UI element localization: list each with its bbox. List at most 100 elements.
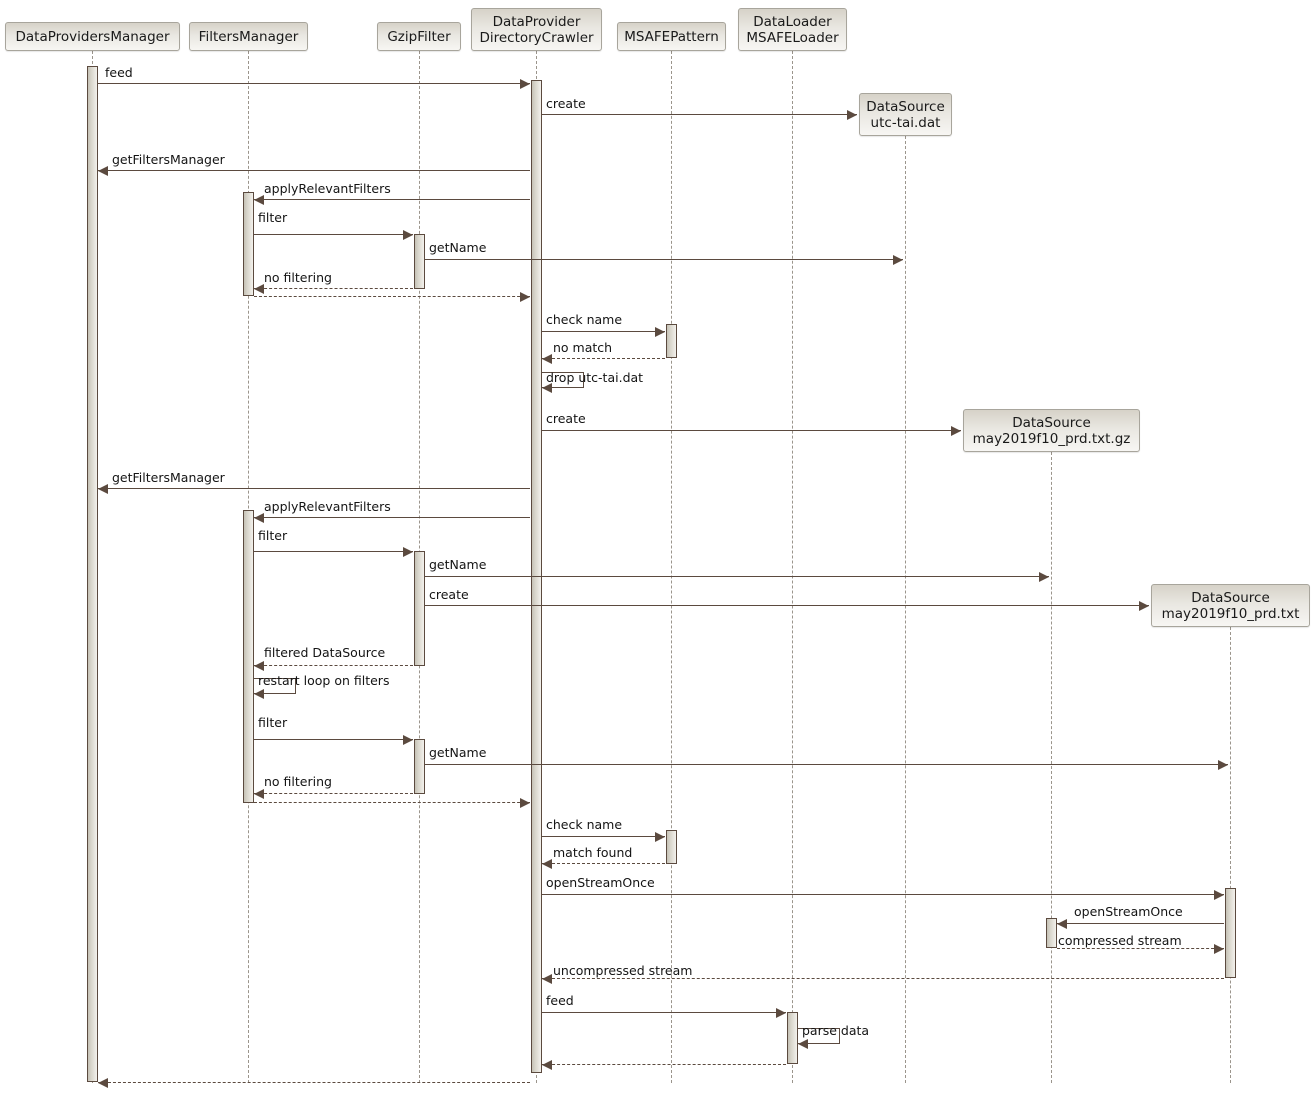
activation-bar-a-gzip-2 [414,551,425,666]
arrowhead-m32 [542,1060,552,1070]
message-line-m12 [542,430,961,431]
arrowhead-m01 [520,79,530,89]
arrowhead-m15 [403,547,413,557]
participant-box-ds3[interactable]: DataSource may2019f10_prd.txt [1151,584,1310,627]
arrowhead-m17 [1139,601,1149,611]
lifeline-ds2 [1051,452,1052,1083]
message-label-m24: check name [546,817,623,832]
arrowhead-m20 [403,735,413,745]
message-label-m06: getName [429,240,487,255]
message-line-m04 [254,199,530,200]
message-label-m13: getFiltersManager [112,470,225,485]
message-line-m16 [425,576,1049,577]
arrowhead-m31 [798,1039,808,1049]
message-line-m05 [254,234,413,235]
lifeline-loader [792,51,793,1083]
message-label-m07: no filtering [264,270,332,285]
message-line-m09 [542,331,665,332]
message-line-m03 [98,170,530,171]
activation-bar-a-gzip-3 [414,739,425,794]
arrowhead-m26 [1214,890,1224,900]
message-label-m26: openStreamOnce [546,875,655,890]
activation-bar-a-ds3-1 [1225,888,1236,978]
message-line-m30 [542,1012,786,1013]
message-label-m29: uncompressed stream [553,963,693,978]
message-line-m08 [254,296,530,297]
message-line-m17 [425,605,1149,606]
message-label-m30: feed [546,993,574,1008]
arrowhead-m04 [254,195,264,205]
message-line-m27 [1057,923,1224,924]
message-line-m22 [254,793,413,794]
message-label-m04: applyRelevantFilters [264,181,391,196]
arrowhead-m22 [254,789,264,799]
message-line-m15 [254,551,413,552]
message-label-m19: restart loop on filters [258,673,390,688]
participant-box-dpm[interactable]: DataProvidersManager [5,22,180,51]
message-line-m06 [425,259,903,260]
message-line-m26 [542,894,1224,895]
arrowhead-m18 [254,661,264,671]
participant-box-ds1[interactable]: DataSource utc-tai.dat [859,93,952,136]
message-label-m18: filtered DataSource [264,645,386,660]
arrowhead-m02 [847,110,857,120]
message-line-m10 [542,358,665,359]
activation-bar-a-ds2-1 [1046,918,1057,948]
arrowhead-m08 [520,292,530,302]
arrowhead-m14 [254,513,264,523]
message-label-m09: check name [546,312,623,327]
message-line-m07 [254,288,413,289]
arrowhead-m33 [98,1078,108,1088]
arrowhead-m11 [542,383,552,393]
arrowhead-m06 [893,255,903,265]
message-line-m23 [254,802,530,803]
message-line-m28 [1057,948,1224,949]
arrowhead-m09 [655,327,665,337]
message-label-m27: openStreamOnce [1074,904,1183,919]
activation-bar-a-loader-1 [787,1012,798,1064]
message-label-m11: drop utc-tai.dat [546,370,644,385]
participant-box-loader[interactable]: DataLoader MSAFELoader [738,8,847,51]
participant-box-gzip[interactable]: GzipFilter [377,22,461,51]
arrowhead-m19 [254,689,264,699]
activation-bar-a-gzip-1 [414,234,425,289]
self-call-m19 [254,678,296,694]
message-line-m33 [98,1082,530,1083]
message-label-m20: filter [258,715,288,730]
message-line-m18 [254,665,413,666]
participant-box-dpdc[interactable]: DataProvider DirectoryCrawler [471,8,602,51]
message-line-m25 [542,863,665,864]
arrowhead-m07 [254,284,264,294]
message-line-m24 [542,836,665,837]
self-call-m11 [542,372,584,388]
message-label-m10: no match [553,340,613,355]
arrowhead-m13 [98,484,108,494]
arrowhead-m25 [542,859,552,869]
message-label-m15: filter [258,528,288,543]
lifeline-msafe [671,51,672,1083]
participant-box-msafe[interactable]: MSAFEPattern [617,22,726,51]
message-label-m31: parse data [802,1023,870,1038]
participant-box-fm[interactable]: FiltersManager [189,22,308,51]
lifeline-ds3 [1230,627,1231,1083]
arrowhead-m03 [98,166,108,176]
message-label-m25: match found [553,845,633,860]
arrowhead-m12 [951,426,961,436]
participant-box-ds2[interactable]: DataSource may2019f10_prd.txt.gz [963,409,1140,452]
activation-bar-a-dpm-main [87,66,98,1082]
message-line-m02 [542,114,857,115]
message-line-m21 [425,764,1228,765]
message-line-m01 [98,83,530,84]
message-label-m21: getName [429,745,487,760]
arrowhead-m05 [403,230,413,240]
activation-bar-a-msafe-2 [666,830,677,864]
message-label-m28: compressed stream [1058,933,1182,948]
arrowhead-m24 [655,832,665,842]
message-label-m14: applyRelevantFilters [264,499,391,514]
arrowhead-m27 [1057,919,1067,929]
message-label-m01: feed [105,65,133,80]
message-label-m22: no filtering [264,774,332,789]
activation-bar-a-msafe-1 [666,324,677,358]
arrowhead-m28 [1214,944,1224,954]
